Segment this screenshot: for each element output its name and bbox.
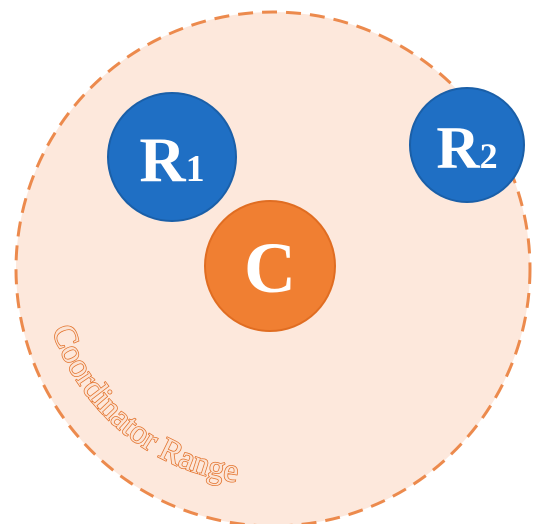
router-letter: R: [139, 124, 186, 195]
router-label: R2: [436, 115, 497, 181]
coordinator-label: C: [244, 228, 296, 308]
router-subscript: 2: [480, 136, 498, 176]
router-node-r1: R1: [107, 92, 237, 222]
router-subscript: 1: [186, 148, 205, 190]
coordinator-node: C: [204, 200, 336, 332]
router-label: R1: [139, 124, 204, 195]
coordinator-circle: [204, 200, 336, 332]
router-letter: R: [436, 115, 480, 181]
router-circle: [107, 92, 237, 222]
router-circle: [409, 87, 525, 203]
router-node-r2: R2: [409, 87, 525, 203]
